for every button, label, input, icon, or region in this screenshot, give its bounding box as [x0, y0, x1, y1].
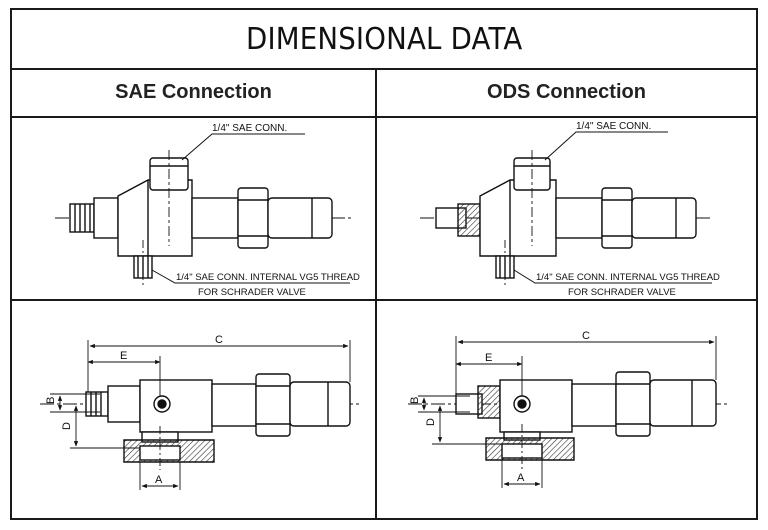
ods-vg5-callout-line2: FOR SCHRADER VALVE: [568, 287, 676, 298]
sae-vg5-callout-line2: FOR SCHRADER VALVE: [198, 287, 306, 298]
ods-header-label: ODS Connection: [487, 80, 646, 103]
sae-dim-e: E: [120, 350, 127, 362]
ods-dim-e: E: [485, 352, 492, 364]
sae-side-view: [55, 133, 352, 286]
sae-dim-d: D: [61, 422, 73, 430]
ods-vg5-callout-line1: 1/4" SAE CONN. INTERNAL VG5 THREAD: [536, 272, 720, 283]
ods-dimension-lines: [418, 336, 717, 488]
title-row: DIMENSIONAL DATA: [12, 10, 756, 70]
ods-dim-a: A: [517, 472, 525, 484]
ods-dim-c: C: [582, 330, 590, 342]
sae-dimension-lines: [50, 340, 351, 490]
page-title: DIMENSIONAL DATA: [245, 21, 523, 57]
sae-dim-a: A: [155, 474, 163, 486]
ods-conn-callout: 1/4" SAE CONN.: [576, 121, 651, 132]
horizontal-divider: [12, 299, 756, 301]
ods-dim-d: D: [425, 418, 437, 426]
ods-header: ODS Connection: [377, 68, 756, 118]
sae-header-label: SAE Connection: [115, 80, 272, 103]
ods-dim-b: B: [409, 397, 421, 404]
sae-dimension-view: [40, 373, 362, 470]
vertical-divider: [375, 68, 377, 518]
sae-vg5-callout-line1: 1/4" SAE CONN. INTERNAL VG5 THREAD: [176, 272, 360, 283]
ods-side-view: [420, 131, 712, 286]
sae-dim-c: C: [215, 334, 223, 346]
dimension-sheet: DIMENSIONAL DATA SAE Connection ODS Conn…: [10, 8, 758, 520]
sae-conn-callout: 1/4" SAE CONN.: [212, 123, 287, 134]
sae-dim-b: B: [45, 397, 57, 404]
ods-dimension-view: [408, 371, 728, 470]
sae-header: SAE Connection: [12, 68, 375, 118]
